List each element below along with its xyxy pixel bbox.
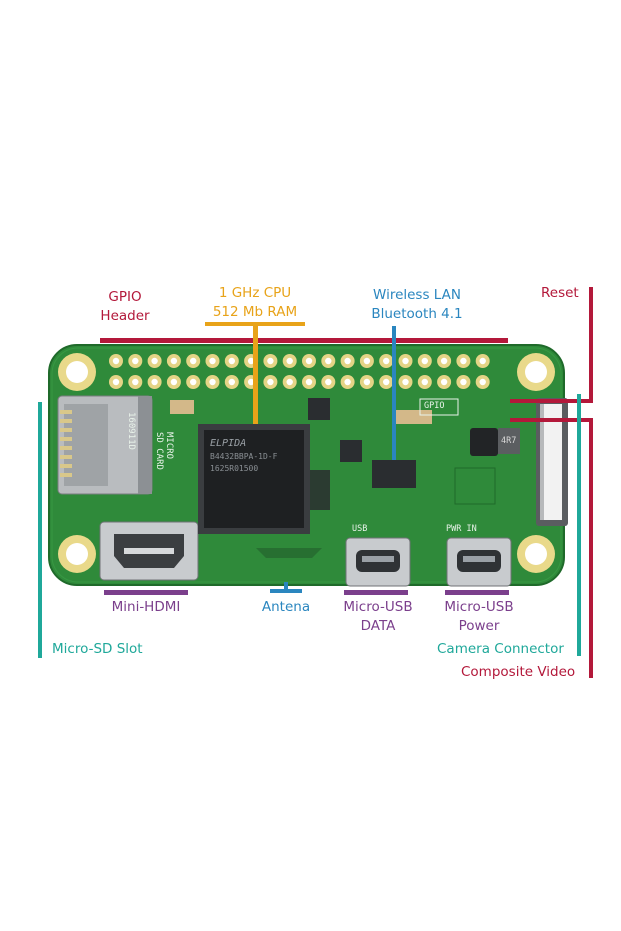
chip-code-text: 1625R01500 [210, 464, 258, 473]
gpio-pad-hole [460, 378, 467, 386]
gpio-pad-hole [247, 378, 255, 386]
gpio-pad-hole [325, 378, 332, 386]
micro-sd-label: Micro-SD Slot [52, 641, 143, 657]
gpio-pad-hole [479, 357, 486, 365]
camera-connector-label: Camera Connector [437, 641, 564, 657]
gpio-pad-hole [132, 357, 139, 365]
gpio-pad-hole [209, 357, 216, 365]
chip-part-text: B4432BBPA-1D-F [210, 452, 278, 461]
gpio-pad-hole [286, 357, 293, 365]
inductor-silk-label: 4R7 [501, 436, 517, 446]
sd-pin [60, 437, 72, 441]
cpu-ram-label: 1 GHz CPU 512 Mb RAM [212, 285, 298, 320]
sd-pin [60, 410, 72, 414]
gpio-pad-hole [344, 378, 351, 386]
micro-usb-data-label: Micro-USB DATA [343, 599, 413, 634]
gpio-silk-label: GPIO [424, 401, 445, 411]
gpio-pad-hole [170, 357, 178, 365]
gpio-pad-hole [209, 378, 216, 386]
gpio-pad-hole [190, 357, 197, 365]
gpio-pad-hole [247, 357, 255, 365]
gpio-header-pads [109, 354, 490, 389]
micro-usb-power-label: Micro-USB Power [444, 599, 514, 634]
gpio-pad-hole [363, 357, 371, 365]
gpio-pad-hole [286, 378, 293, 386]
chip-brand-text: ELPIDA [210, 438, 246, 449]
antenna-trace [256, 548, 322, 558]
gpio-pad-hole [228, 357, 235, 365]
sd-pin [60, 428, 72, 432]
gpio-pad-hole [383, 357, 390, 365]
gpio-pad-hole [402, 378, 409, 386]
gpio-pad-hole [383, 378, 390, 386]
gpio-pad-hole [460, 357, 467, 365]
gpio-silk-box [419, 398, 459, 416]
gpio-pad-hole [228, 378, 235, 386]
sd-card-silk-label: MICRO SD CARD [154, 432, 174, 470]
gpio-pad-hole [344, 357, 351, 365]
reset-label: Reset [541, 285, 579, 301]
gpio-pad-hole [363, 378, 371, 386]
sd-pin [60, 446, 72, 450]
leader-lines [38, 287, 593, 678]
gpio-pad-hole [190, 378, 197, 386]
mini-hdmi-graphic [99, 521, 199, 581]
board-components [170, 398, 520, 510]
cpu-chip-graphic: ELPIDA B4432BBPA-1D-F 1625R01500 [198, 424, 310, 534]
micro-usb-power-graphic [446, 537, 512, 587]
gpio-pad-hole [440, 357, 448, 365]
composite-video-label: Composite Video [461, 664, 576, 680]
gpio-pad-hole [479, 378, 486, 386]
sd-pin [60, 419, 72, 423]
gpio-pad-hole [151, 357, 158, 365]
gpio-pad-hole [267, 357, 274, 365]
gpio-pad-hole [421, 378, 428, 386]
sd-pin [60, 473, 72, 477]
micro-usb-data-graphic [345, 537, 411, 587]
gpio-pad-hole [402, 357, 409, 365]
gpio-pad-hole [440, 378, 448, 386]
camera-connector-graphic [536, 398, 568, 526]
gpio-pad-hole [267, 378, 274, 386]
gpio-pad-hole [112, 357, 120, 365]
gpio-pad-hole [132, 378, 139, 386]
gpio-pad-hole [325, 357, 332, 365]
mounting-holes [58, 353, 555, 573]
antenna-label: Antena [261, 599, 311, 615]
pwr-in-silk-label: PWR IN [446, 524, 477, 534]
gpio-pad-hole [305, 357, 313, 365]
gpio-pad-hole [421, 357, 428, 365]
gpio-pad-hole [112, 378, 120, 386]
wireless-chip-graphic [372, 460, 416, 488]
board-code-silk-label: 160911D [126, 412, 136, 450]
wireless-label: Wireless LAN Bluetooth 4.1 [371, 287, 463, 322]
gpio-header-label: GPIO Header [100, 289, 150, 324]
sd-pin [60, 455, 72, 459]
mini-hdmi-label: Mini-HDMI [111, 599, 181, 615]
sd-pin [60, 464, 72, 468]
micro-sd-slot-graphic [57, 395, 153, 495]
gpio-pad-hole [305, 378, 313, 386]
gpio-pad-hole [151, 378, 158, 386]
gpio-pad-hole [170, 378, 178, 386]
usb-silk-label: USB [352, 524, 368, 534]
